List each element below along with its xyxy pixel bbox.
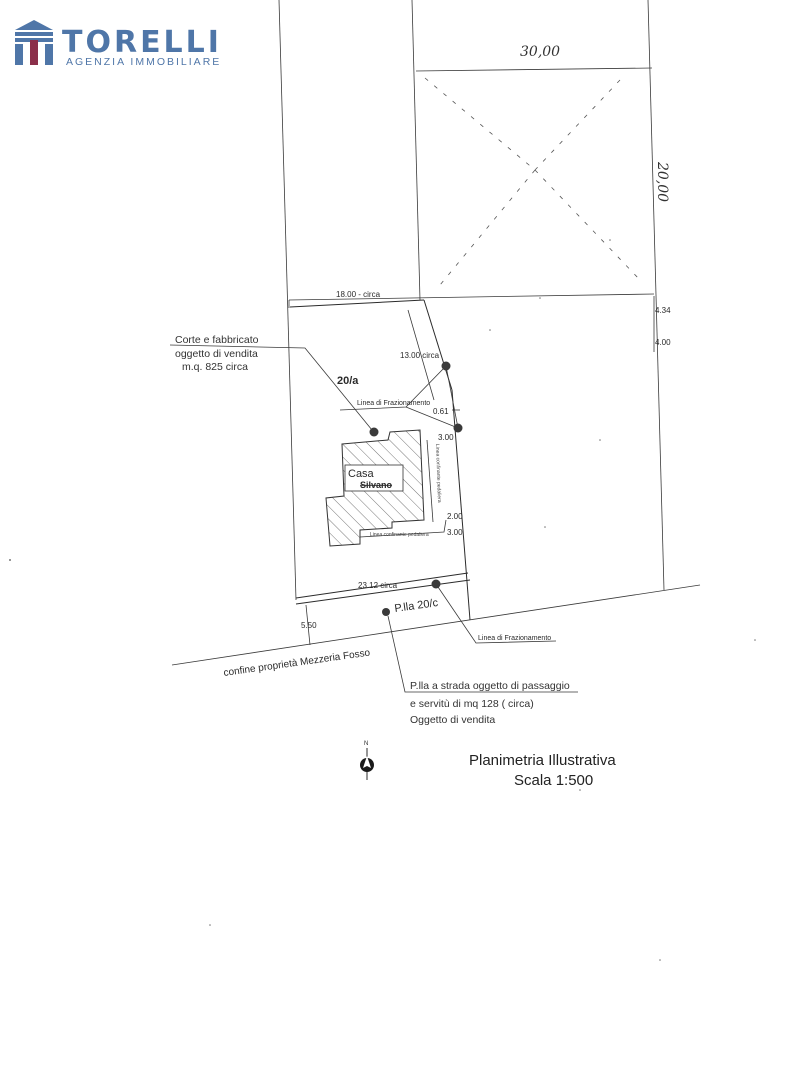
linea-confinante-vertical: Linea confinante pedaliera bbox=[434, 444, 442, 503]
division-point-2 bbox=[453, 423, 463, 433]
parcel-20c: P.lla 20/c bbox=[394, 597, 440, 615]
dim-2-00: 2.00 bbox=[447, 512, 463, 521]
dim-13-circa: 13.00 circa bbox=[400, 351, 440, 360]
corte-label-line3: m.q. 825 circa bbox=[182, 361, 248, 373]
corte-marker bbox=[369, 427, 379, 437]
plan-title: Planimetria Illustrativa bbox=[469, 752, 616, 769]
plan-scale: Scala 1:500 bbox=[514, 772, 593, 789]
dim-5-50: 5.50 bbox=[301, 621, 317, 630]
logo-house-icon bbox=[15, 20, 53, 65]
boundary-lines bbox=[171, 0, 701, 666]
division-point-1 bbox=[441, 361, 451, 371]
logo-name: TORELLI bbox=[62, 25, 222, 60]
plla-note-line1: P.lla a strada oggetto di passaggio bbox=[410, 680, 570, 692]
dim-23-12-circa: 23.12 circa bbox=[358, 581, 398, 590]
casa-label: Casa bbox=[348, 468, 375, 480]
dim-18-circa: 18.00 - circa bbox=[336, 290, 381, 299]
dim-3-00-b: 3.00 bbox=[447, 528, 463, 537]
north-arrow-icon: N bbox=[360, 741, 374, 780]
logo-subtitle: AGENZIA IMMOBILIARE bbox=[66, 56, 221, 68]
linea-frazionamento-2: Linea di Frazionamento bbox=[478, 635, 551, 642]
dim-top-width: 30,00 bbox=[520, 44, 560, 60]
agency-logo: TORELLI AGENZIA IMMOBILIARE bbox=[15, 20, 222, 68]
casa-owner: Silvano bbox=[360, 480, 393, 490]
division-construction-lines bbox=[339, 309, 460, 429]
confine-label: confine proprietà Mezzeria Fosso bbox=[223, 647, 371, 679]
plla-note-line3: Oggetto di vendita bbox=[410, 714, 495, 726]
parcel-20a: 20/a bbox=[337, 375, 359, 387]
dim-4-34: 4.34 bbox=[655, 306, 671, 315]
dim-right-height: 20,00 bbox=[654, 161, 670, 202]
linea-confinante-horizontal: Linea confinante pedaliera bbox=[370, 532, 429, 538]
linea-frazionamento-1: Linea di Frazionamento bbox=[357, 400, 430, 407]
dim-3-00-a: 3.00 bbox=[438, 433, 454, 442]
plla-note-line2: e servitù di mq 128 ( circa) bbox=[410, 698, 534, 710]
scan-specks bbox=[9, 239, 756, 961]
house-footprint: Casa Silvano bbox=[325, 429, 425, 547]
dim-4-00: 4.00 bbox=[655, 338, 671, 347]
plla-20c-marker bbox=[382, 608, 390, 616]
upper-lot-diagonals bbox=[424, 77, 641, 286]
corte-label-line2: oggetto di vendita bbox=[175, 348, 258, 360]
corte-label-line1: Corte e fabbricato bbox=[175, 334, 259, 346]
dim-0-61: 0.61 bbox=[433, 407, 449, 416]
north-label: N bbox=[364, 741, 368, 747]
